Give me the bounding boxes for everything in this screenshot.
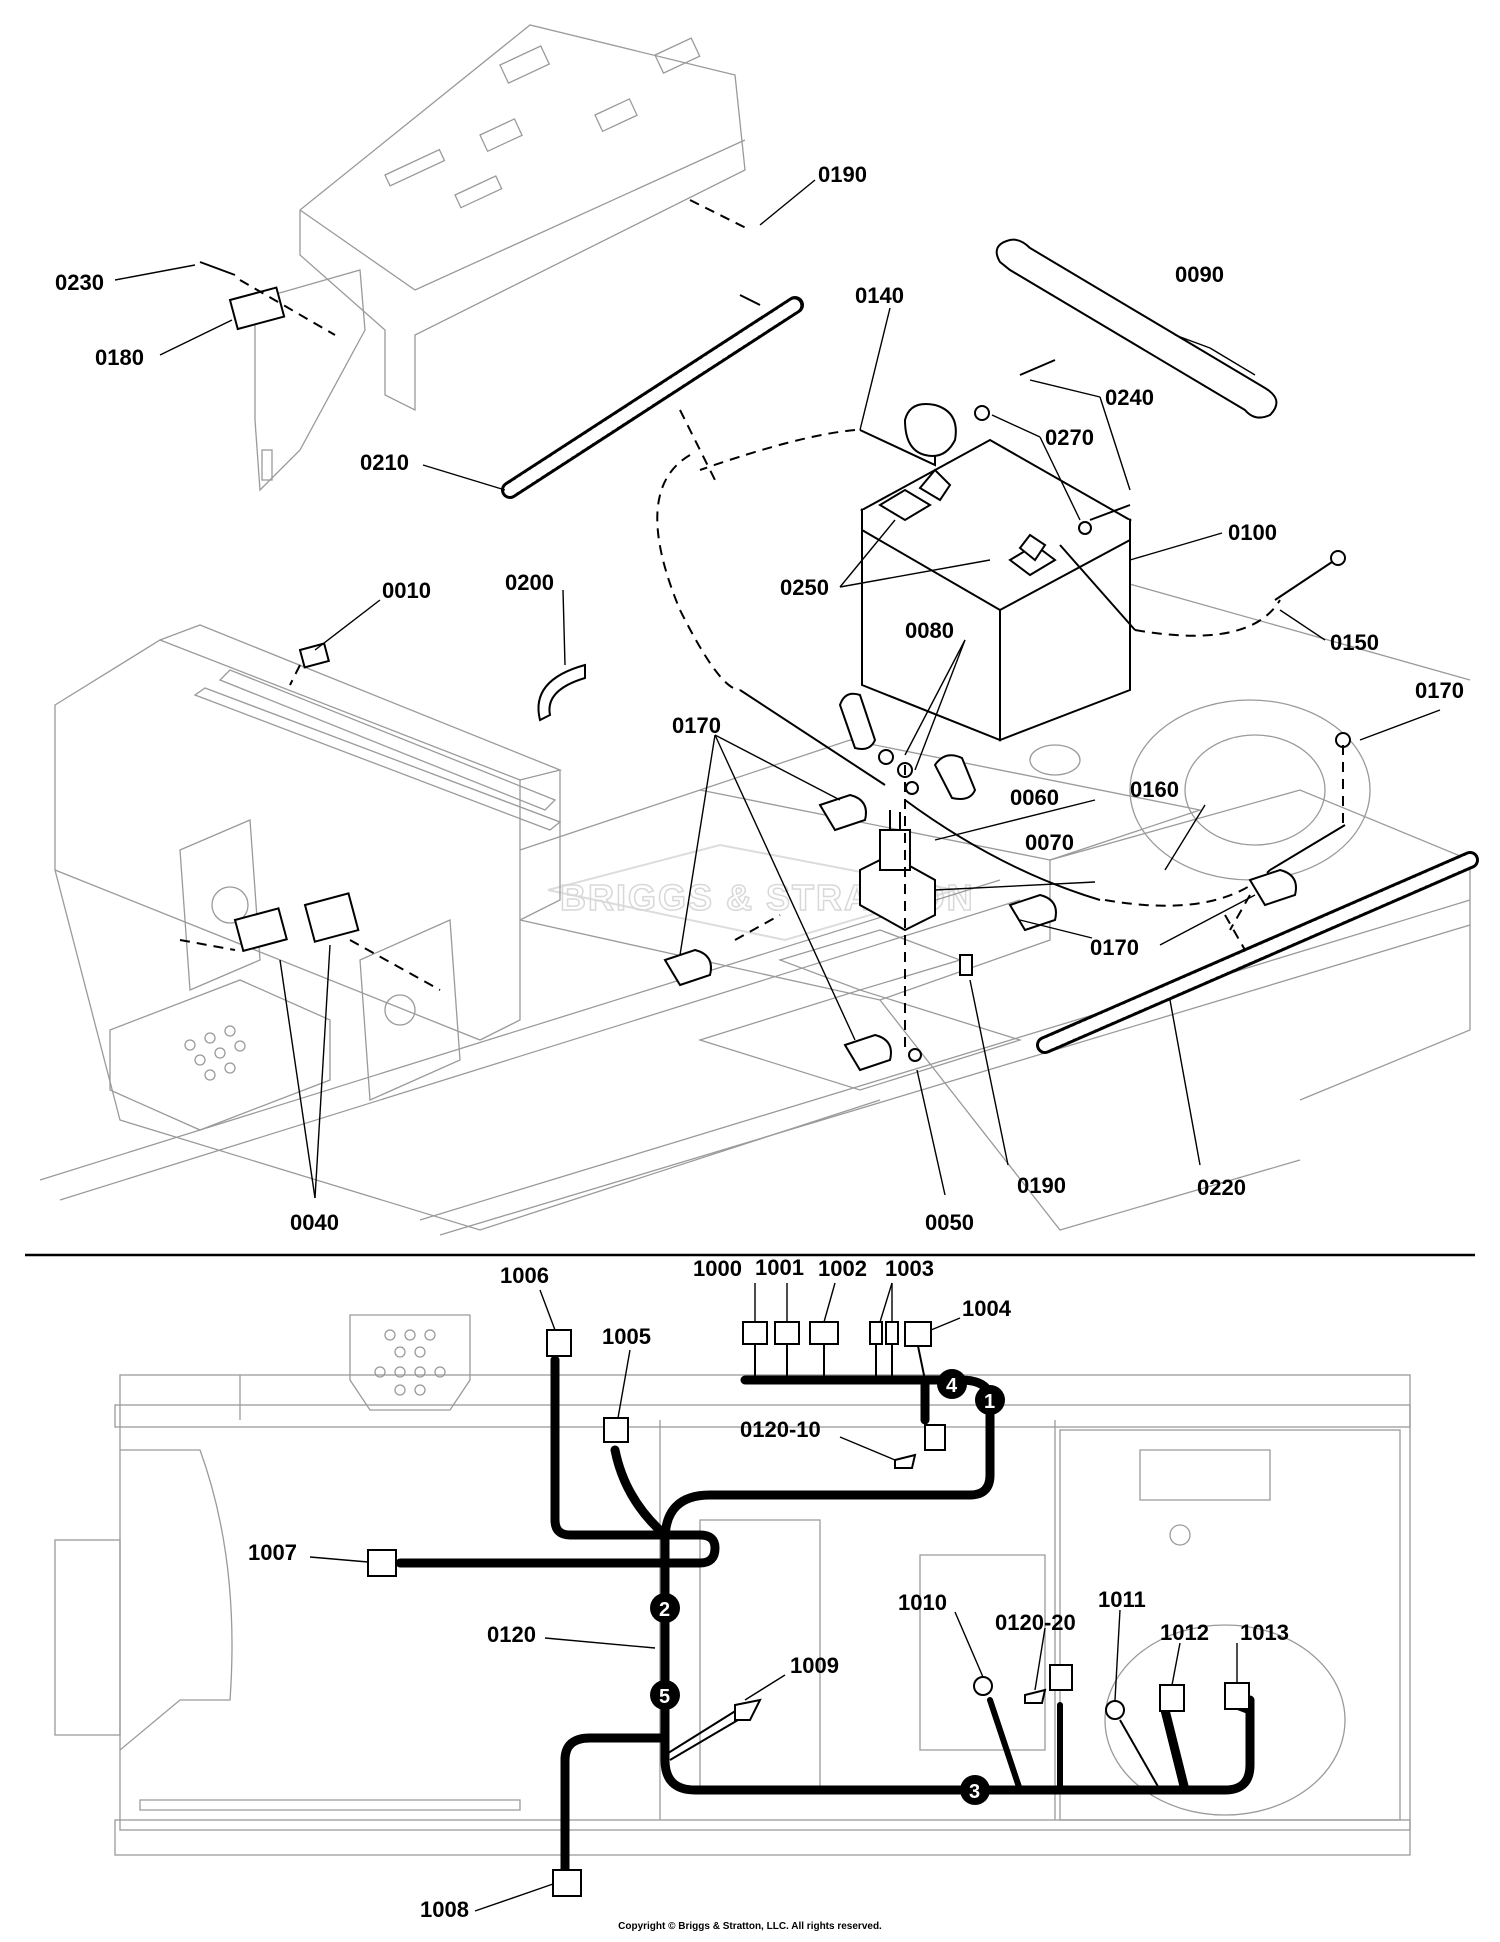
callout-1003: 1003 xyxy=(885,1256,934,1281)
harness-connectors xyxy=(367,1321,1250,1897)
lower-callouts: 1006 1000 1001 1002 1003 1004 1005 0120-… xyxy=(248,1255,1289,1922)
callout-0090: 0090 xyxy=(1175,262,1224,287)
marker-2: 2 xyxy=(659,1599,670,1621)
callout-0200: 0200 xyxy=(505,570,554,595)
callout-0120-10: 0120-10 xyxy=(740,1417,821,1442)
callout-1012: 1012 xyxy=(1160,1620,1209,1645)
marker-5: 5 xyxy=(659,1686,670,1708)
callout-1010: 1010 xyxy=(898,1590,947,1615)
callout-0180: 0180 xyxy=(95,345,144,370)
callout-0190-lower: 0190 xyxy=(1017,1173,1066,1198)
callout-0010: 0010 xyxy=(382,578,431,603)
callout-0170-right: 0170 xyxy=(1415,678,1464,703)
callout-1001: 1001 xyxy=(755,1255,804,1280)
terminal-boot xyxy=(903,403,957,457)
callout-1006: 1006 xyxy=(500,1263,549,1288)
callout-1000: 1000 xyxy=(693,1256,742,1281)
callout-0170-left: 0170 xyxy=(672,713,721,738)
marker-4: 4 xyxy=(946,1375,958,1397)
battery-strap xyxy=(995,238,1278,419)
upper-leaders xyxy=(114,179,1441,1199)
marker-1: 1 xyxy=(984,1391,995,1413)
callout-0050: 0050 xyxy=(925,1210,974,1235)
loop-clamp xyxy=(537,663,586,722)
lower-leaders xyxy=(309,1282,1238,1912)
upper-parts xyxy=(179,199,1479,1072)
callout-0220: 0220 xyxy=(1197,1175,1246,1200)
cable-clips xyxy=(663,793,1297,1072)
upper-callouts: 0190 0230 0180 0090 0140 0240 0270 0210 … xyxy=(55,162,1464,1235)
callout-0250: 0250 xyxy=(780,575,829,600)
solenoid xyxy=(859,810,936,932)
callout-1005: 1005 xyxy=(602,1324,651,1349)
conduit-upper xyxy=(501,296,804,499)
callout-0070: 0070 xyxy=(1025,830,1074,855)
callout-0120-20: 0120-20 xyxy=(995,1610,1076,1635)
battery xyxy=(859,438,1133,742)
callout-0190-top: 0190 xyxy=(818,162,867,187)
callout-0240: 0240 xyxy=(1105,385,1154,410)
callout-1009: 1009 xyxy=(790,1653,839,1678)
callout-1004: 1004 xyxy=(962,1296,1012,1321)
harness-markers: 4 1 2 5 3 xyxy=(650,1369,1005,1805)
lower-foot-holes xyxy=(374,1329,446,1396)
copyright-notice: Copyright © Briggs & Stratton, LLC. All … xyxy=(618,1921,882,1932)
callout-0160: 0160 xyxy=(1130,777,1179,802)
callout-0040: 0040 xyxy=(290,1210,339,1235)
callout-1008: 1008 xyxy=(420,1897,469,1922)
callout-0120: 0120 xyxy=(487,1622,536,1647)
callout-0140: 0140 xyxy=(855,283,904,308)
callout-1011: 1011 xyxy=(1098,1587,1146,1612)
foot-plate-holes xyxy=(184,1025,246,1081)
lower-frame-art xyxy=(54,1314,1411,1856)
callout-0150: 0150 xyxy=(1330,630,1379,655)
callout-1013: 1013 xyxy=(1240,1620,1289,1645)
callout-0060: 0060 xyxy=(1010,785,1059,810)
callout-0230: 0230 xyxy=(55,270,104,295)
callout-0210: 0210 xyxy=(360,450,409,475)
wiring-harness xyxy=(395,1355,1255,1875)
callout-0170-lower: 0170 xyxy=(1090,935,1139,960)
upper-frame-art xyxy=(39,24,1471,1236)
callout-0080: 0080 xyxy=(905,618,954,643)
callout-0100: 0100 xyxy=(1228,520,1277,545)
callout-1007: 1007 xyxy=(248,1540,297,1565)
marker-3: 3 xyxy=(969,1781,980,1803)
callout-1002: 1002 xyxy=(818,1256,867,1281)
callout-0270: 0270 xyxy=(1045,425,1094,450)
conduit-lower xyxy=(1036,851,1479,1054)
